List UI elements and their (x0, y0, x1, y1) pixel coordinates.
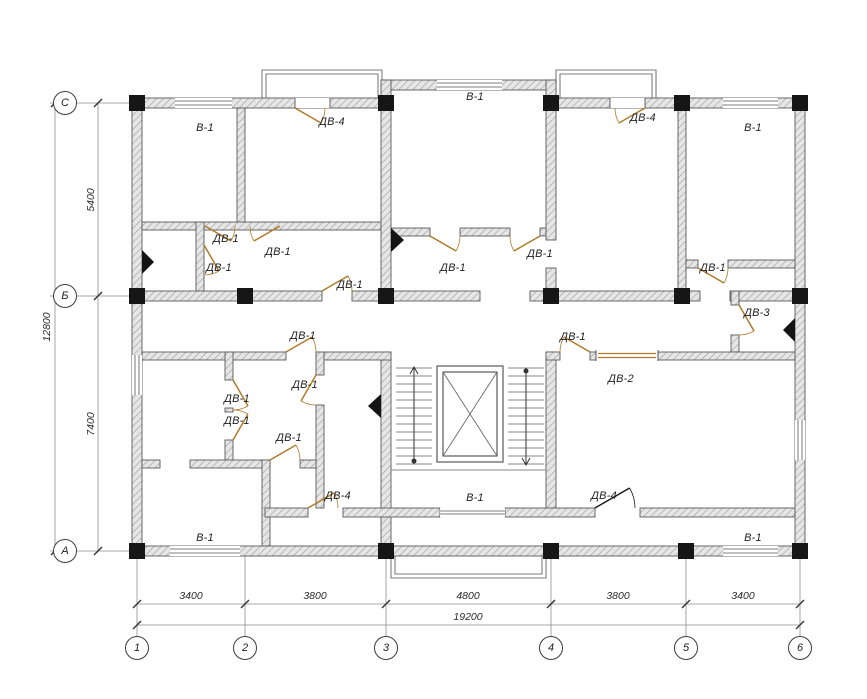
door-icon (269, 444, 301, 461)
tag-label: В-1 (196, 122, 214, 134)
tag-label: ДВ-1 (265, 246, 291, 258)
dimension-text: 5400 (85, 188, 97, 212)
wide-door-icon (595, 350, 659, 361)
columns (129, 95, 808, 559)
tag-label: ДВ-2 (608, 373, 634, 385)
vent-shafts (142, 228, 795, 418)
dimension-text: 4800 (456, 590, 480, 602)
axis-bubble-row: А (53, 539, 77, 563)
tag-label: ДВ-4 (630, 112, 656, 124)
axis-bubble-col: 2 (233, 636, 257, 660)
inner-walls (141, 107, 796, 547)
tag-label: ДВ-1 (213, 233, 239, 245)
door-icon (429, 235, 461, 252)
tag-label: ДВ-1 (224, 415, 250, 427)
tag-label: В-1 (744, 122, 762, 134)
tag-label: ДВ-1 (337, 279, 363, 291)
dimension-text: 3800 (303, 590, 327, 602)
axis-bubble-row: С (53, 91, 77, 115)
axis-bubble-col: 4 (539, 636, 563, 660)
tag-label: В-1 (744, 532, 762, 544)
tag-label: ДВ-4 (325, 490, 351, 502)
tag-label: ДВ-3 (744, 307, 770, 319)
axis-bubble-col: 5 (674, 636, 698, 660)
tag-label: В-1 (466, 91, 484, 103)
windows (132, 80, 805, 556)
tag-label: ДВ-1 (440, 262, 466, 274)
tag-label: ДВ-1 (527, 248, 553, 260)
stair-core (391, 365, 546, 471)
tag-label: ДВ-1 (560, 331, 586, 343)
tag-label: ДВ-1 (276, 432, 302, 444)
tag-label: ДВ-1 (290, 330, 316, 342)
axis-bubble-col: 6 (788, 636, 812, 660)
tag-label: ДВ-4 (319, 116, 345, 128)
dimension-text: 19200 (453, 611, 483, 623)
axis-bubble-col: 3 (374, 636, 398, 660)
tag-label: ДВ-1 (700, 262, 726, 274)
axis-bubble-col: 1 (125, 636, 149, 660)
tag-label: В-1 (466, 492, 484, 504)
dimension-text: 3400 (731, 590, 755, 602)
tag-label: В-1 (196, 532, 214, 544)
dimension-text: 3800 (606, 590, 630, 602)
tag-label: ДВ-1 (206, 262, 232, 274)
dimension-text: 3400 (179, 590, 203, 602)
dimension-text: 12800 (41, 312, 53, 342)
elevator-shaft (436, 365, 504, 463)
tag-label: ДВ-1 (224, 393, 250, 405)
door-symbols (203, 107, 755, 509)
outer-walls (131, 79, 806, 557)
axis-bubble-row: Б (53, 284, 77, 308)
tag-label: ДВ-4 (591, 490, 617, 502)
dimension-text: 7400 (85, 412, 97, 436)
tag-label: ДВ-1 (292, 379, 318, 391)
